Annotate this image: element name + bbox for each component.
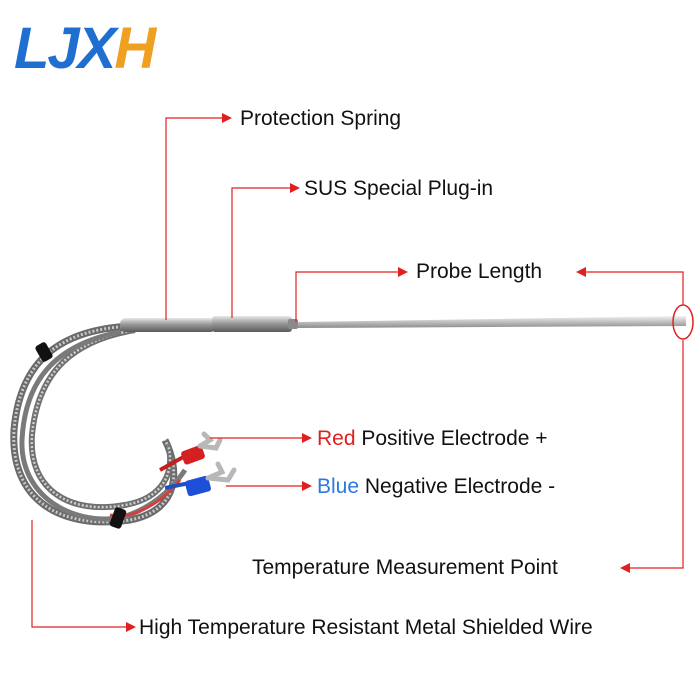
label-plug-in: SUS Special Plug-in bbox=[304, 177, 494, 200]
logo-main-text: LJX bbox=[14, 16, 116, 81]
callout-arrowheads bbox=[126, 113, 630, 632]
cable-tie bbox=[35, 342, 53, 362]
positive-color-word: Red bbox=[317, 427, 356, 450]
positive-rest: Positive Electrode + bbox=[355, 427, 548, 450]
shielded-cable-coil bbox=[10, 322, 188, 529]
red-spade-terminal bbox=[181, 431, 223, 465]
blue-spade-terminal bbox=[185, 461, 237, 497]
callout-lines bbox=[31, 117, 684, 628]
probe-rod bbox=[298, 316, 686, 328]
logo-accent-text: H bbox=[114, 16, 156, 81]
label-shielded-wire: High Temperature Resistant Metal Shielde… bbox=[139, 616, 593, 639]
negative-color-word: Blue bbox=[317, 475, 360, 498]
brand-logo: LJXH bbox=[14, 20, 156, 78]
cable-tie bbox=[109, 507, 127, 529]
label-probe-length: Probe Length bbox=[416, 260, 543, 283]
label-protection-spring: Protection Spring bbox=[240, 107, 402, 130]
negative-rest: Negative Electrode - bbox=[359, 475, 556, 498]
label-measurement-point: Temperature Measurement Point bbox=[252, 556, 558, 579]
sus-plug-in-sleeve bbox=[212, 316, 292, 332]
label-negative-electrode: Blue Negative Electrode - bbox=[317, 476, 555, 497]
label-positive-electrode: Red Positive Electrode + bbox=[317, 428, 548, 449]
protection-spring bbox=[120, 318, 216, 332]
